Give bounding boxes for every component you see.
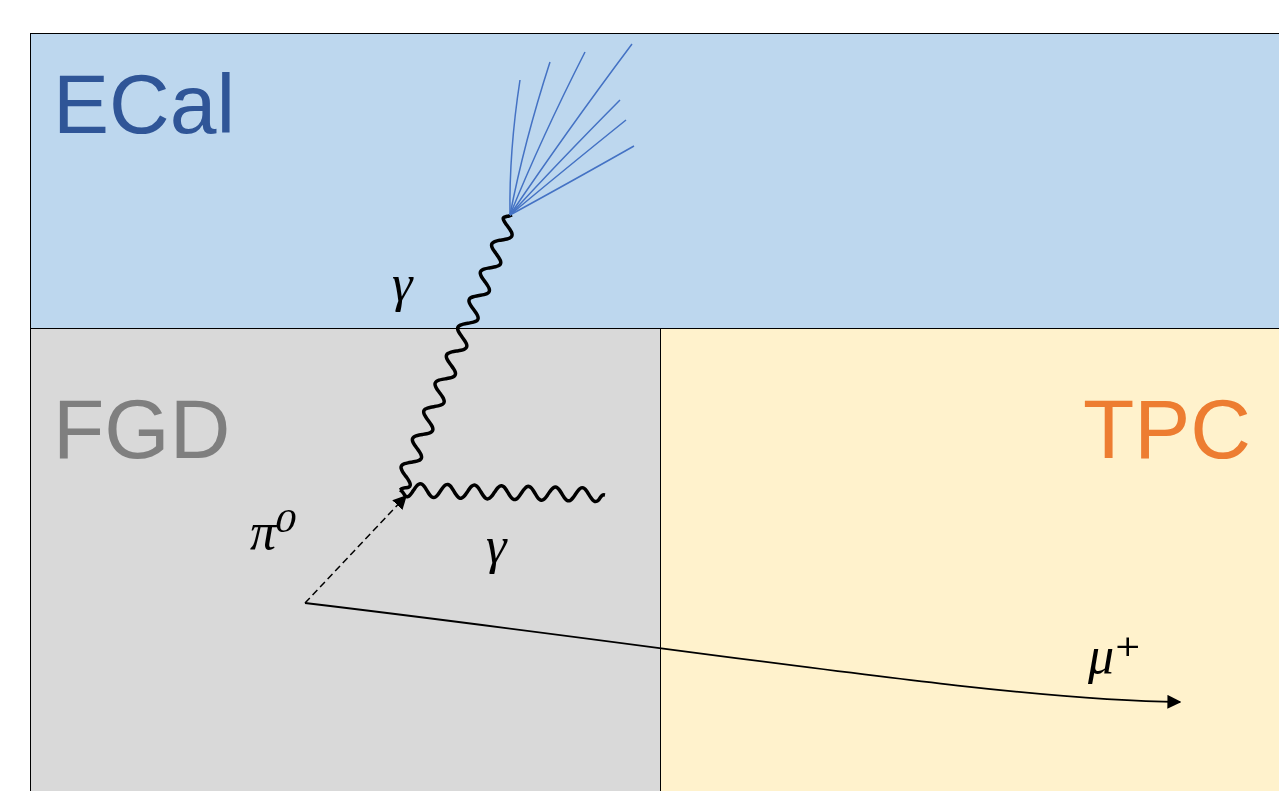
- region-label: ECal: [53, 62, 235, 146]
- ecal-region: ECal: [30, 33, 1279, 329]
- pion-label: π⁰: [250, 506, 297, 558]
- region-label: TPC: [1083, 387, 1251, 471]
- muon-track: [305, 603, 1180, 702]
- fgd-region: FGD: [30, 328, 661, 791]
- photon-label: γ: [392, 258, 413, 310]
- shower-track: [510, 52, 585, 215]
- shower-track: [510, 80, 520, 215]
- shower-track: [510, 44, 632, 215]
- shower-track: [510, 120, 626, 215]
- photon-label: γ: [486, 520, 507, 572]
- shower-track: [510, 146, 634, 215]
- muon-label: μ⁺: [1088, 630, 1142, 682]
- shower-track: [510, 62, 550, 215]
- shower-track: [510, 100, 620, 215]
- photon-line: [400, 215, 512, 490]
- pion-track: [305, 496, 406, 603]
- region-label: FGD: [53, 387, 230, 471]
- tpc-region: TPC: [660, 328, 1279, 791]
- photon-line: [400, 484, 605, 502]
